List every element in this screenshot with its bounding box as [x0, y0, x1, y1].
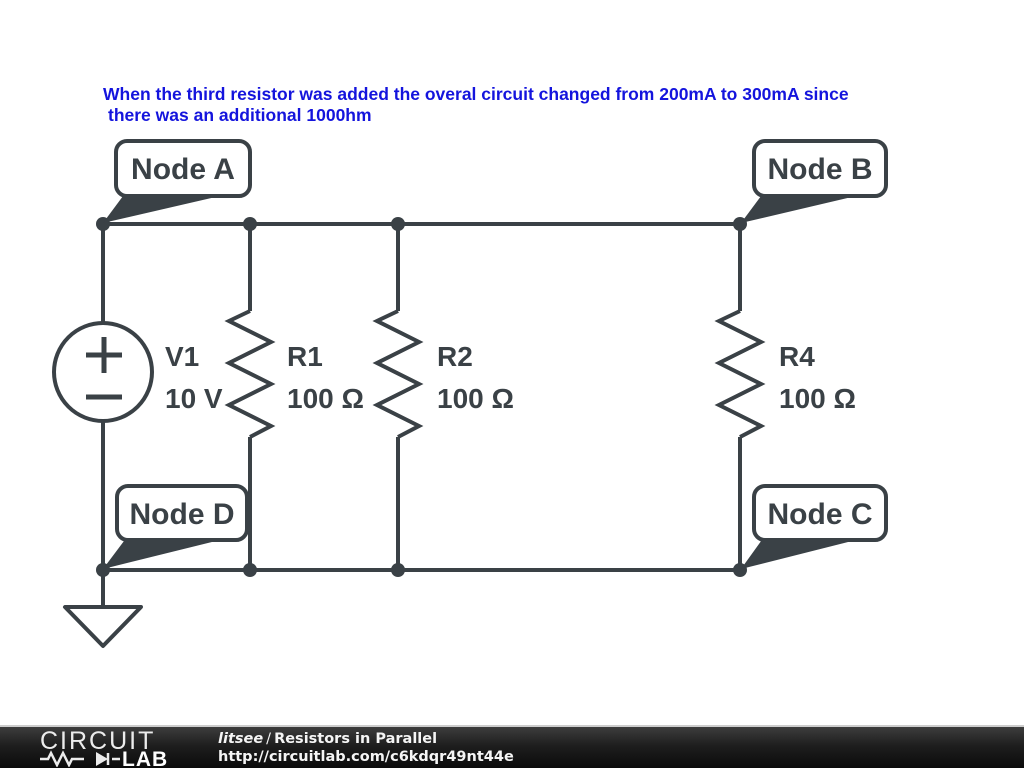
circuit-schematic: Node A Node B Node D Node C V1 10 V R1	[52, 139, 888, 648]
node-b-label: Node B	[768, 153, 873, 186]
plus-icon	[86, 337, 122, 373]
r1-value-label: 100 Ω	[287, 383, 364, 414]
node-callouts: Node A Node B Node D Node C	[103, 139, 888, 569]
footer-bar: CIRCUIT LAB litsee/Resistors in Parallel…	[0, 725, 1024, 768]
node-d-callout: Node D	[103, 484, 249, 569]
v1-value-label: 10 V	[165, 383, 223, 414]
node-c-label: Node C	[768, 498, 873, 531]
ground-icon	[63, 605, 143, 648]
circuitlab-logo: CIRCUIT LAB	[40, 729, 168, 767]
node-d-label: Node D	[130, 498, 235, 531]
node-a-callout: Node A	[103, 139, 252, 223]
junction-dot	[391, 217, 405, 231]
callout-tail	[103, 192, 220, 223]
r2-name-label: R2	[437, 341, 473, 372]
node-b-callout: Node B	[741, 139, 888, 223]
schematic-url: http://circuitlab.com/c6kdqr49nt44e	[218, 749, 514, 765]
junction-dot	[391, 563, 405, 577]
callout-box	[752, 139, 888, 198]
logo-lab-text: LAB	[122, 748, 168, 767]
schematic-title: Resistors in Parallel	[274, 731, 438, 747]
logo-diode-triangle	[96, 752, 108, 766]
r4-name-label: R4	[779, 341, 815, 372]
footer-text-block: litsee/Resistors in Parallel http://circ…	[218, 730, 514, 766]
node-a-label: Node A	[131, 153, 235, 186]
callout-box	[114, 139, 252, 198]
r2-resistor-symbol	[372, 309, 424, 439]
r2-value-label: 100 Ω	[437, 383, 514, 414]
callout-tail	[741, 192, 856, 223]
r4-resistor-symbol	[714, 309, 766, 439]
r1-name-label: R1	[287, 341, 323, 372]
component-labels: V1 10 V R1 100 Ω R2 100 Ω R4 100 Ω	[165, 341, 856, 414]
footer-title-line: litsee/Resistors in Parallel	[218, 730, 514, 748]
annotation-line-2: there was an additional 1000hm	[108, 105, 372, 125]
r1-resistor-symbol	[224, 309, 276, 439]
node-c-callout: Node C	[741, 484, 888, 569]
annotation-line-1: When the third resistor was added the ov…	[103, 84, 849, 104]
v1-name-label: V1	[165, 341, 199, 372]
r4-value-label: 100 Ω	[779, 383, 856, 414]
callout-box	[752, 484, 888, 542]
annotation-text: When the third resistor was added the ov…	[103, 84, 983, 126]
junction-dot	[243, 563, 257, 577]
callout-tail	[103, 537, 220, 569]
callout-tail	[741, 537, 856, 569]
logo-circuit-text: CIRCUIT	[40, 729, 155, 755]
divider-slash: /	[266, 731, 272, 747]
junction-dot	[243, 217, 257, 231]
author-name: litsee	[218, 731, 264, 747]
callout-box	[115, 484, 249, 542]
